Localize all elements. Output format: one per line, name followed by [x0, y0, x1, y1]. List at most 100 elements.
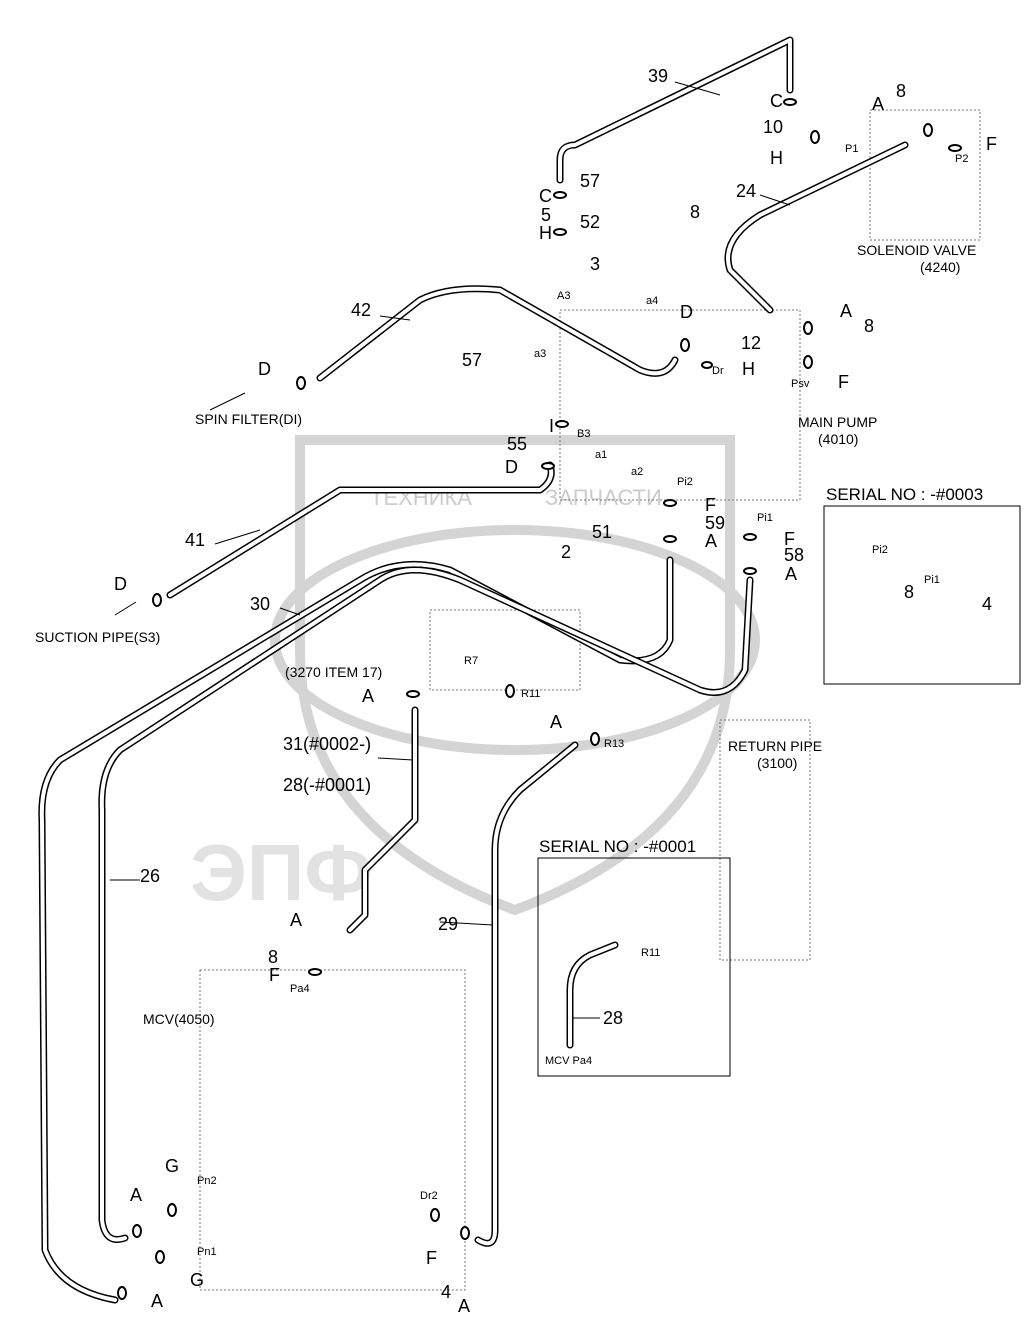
label-h: H: [770, 148, 783, 168]
port-pa4: Pa4: [290, 983, 310, 995]
label-a: A: [362, 686, 374, 706]
label-d: D: [680, 302, 693, 322]
port-r13: R13: [604, 738, 624, 750]
label-2: 2: [561, 542, 571, 562]
inset-port-pi2: Pi2: [872, 544, 888, 556]
suction-pipe-label: SUCTION PIPE(S3): [35, 629, 160, 645]
label-d: D: [505, 457, 518, 477]
port-p2: P2: [955, 153, 968, 165]
label-12: 12: [741, 333, 761, 353]
inset-label-28: 28: [603, 1008, 623, 1028]
label-d: D: [258, 359, 271, 379]
part-labels: 39 C 10 H A 8 F P1 P2 24 SOLENOID VALVE …: [35, 66, 997, 1316]
label-42: 42: [351, 300, 371, 320]
label-24: 24: [736, 181, 756, 201]
port-r11: R11: [521, 688, 540, 700]
main-pump-code: (4010): [818, 431, 858, 447]
o-rings: [117, 98, 962, 1300]
label-f: F: [986, 134, 997, 154]
label-8: 8: [896, 81, 906, 101]
label-41: 41: [185, 530, 205, 550]
port-a2: a2: [631, 466, 643, 478]
label-10: 10: [763, 117, 783, 137]
mcv-outline: [199, 969, 466, 1291]
label-f: F: [784, 529, 795, 549]
watermark-text-2: ЗАПЧАСТИ: [545, 485, 662, 510]
mcv-label: MCV(4050): [143, 1011, 215, 1027]
hose-42[interactable]: [316, 285, 679, 382]
label-c: C: [770, 91, 783, 111]
port-dr: Dr: [712, 365, 724, 377]
inset-serial-0003: [823, 505, 1021, 685]
label-c: C: [539, 186, 552, 206]
label-a: A: [785, 564, 797, 584]
return-manifold-outline: [429, 609, 581, 691]
ghost-components: [199, 109, 981, 1291]
label-f: F: [838, 372, 849, 392]
inset-mcv-pa4: MCV Pa4: [545, 1055, 592, 1067]
label-h: H: [539, 223, 552, 243]
label-a: A: [550, 712, 562, 732]
port-a3: a3: [534, 348, 546, 360]
solenoid-valve-label: SOLENOID VALVE: [857, 242, 976, 258]
port-b3: B3: [577, 428, 590, 440]
inset-port-pi1: Pi1: [924, 574, 940, 586]
label-a: A: [872, 94, 884, 114]
label-31: 31(#0002-): [283, 734, 371, 754]
label-8: 8: [268, 947, 278, 967]
label-a: A: [458, 1296, 470, 1316]
port-a3-upper: A3: [557, 290, 570, 302]
label-a: A: [151, 1291, 163, 1311]
label-52: 52: [580, 212, 600, 232]
watermark-ellipse: [270, 525, 760, 755]
label-57: 57: [580, 171, 600, 191]
return-pipe-label: RETURN PIPE: [728, 738, 822, 754]
label-f: F: [426, 1248, 437, 1268]
hose-39[interactable]: [556, 36, 794, 184]
solenoid-valve-code: (4240): [920, 259, 960, 275]
label-29: 29: [438, 914, 458, 934]
inset-label-8: 8: [904, 582, 914, 602]
hose-29[interactable]: [474, 741, 579, 1247]
label-a: A: [705, 531, 717, 551]
label-51: 51: [592, 522, 612, 542]
label-58: 58: [784, 545, 804, 565]
label-3: 3: [590, 254, 600, 274]
label-59: 59: [705, 513, 725, 533]
label-8: 8: [864, 316, 874, 336]
label-a: A: [290, 910, 302, 930]
label-f: F: [269, 965, 280, 985]
label-5: 5: [541, 205, 551, 225]
label-g: G: [165, 1156, 179, 1176]
watermark: ТЕХНИКА ЗАПЧАСТИ ЭПФ: [190, 435, 760, 917]
watermark-shield: [295, 435, 735, 916]
port-pn1: Pn1: [197, 1246, 217, 1258]
label-39: 39: [648, 66, 668, 86]
hoses[interactable]: [38, 36, 909, 1304]
port-pi1: Pi1: [757, 512, 773, 524]
return-pipe-outline: [719, 719, 811, 961]
inset-port-r11: R11: [641, 947, 660, 959]
port-dr2: Dr2: [420, 1190, 438, 1202]
hose-24[interactable]: [724, 141, 909, 314]
label-f: F: [705, 495, 716, 515]
port-r7: R7: [464, 655, 478, 667]
port-psv: Psv: [791, 378, 810, 390]
label-4: 4: [441, 1282, 451, 1302]
return-pipe-code: (3100): [757, 755, 797, 771]
inset-hose-28[interactable]: [566, 941, 619, 1049]
port-p1: P1: [845, 143, 858, 155]
label-8: 8: [690, 202, 700, 222]
port-a1: a1: [595, 449, 607, 461]
inset-serial-0001: [537, 857, 731, 1077]
label-55: 55: [507, 434, 527, 454]
watermark-logo: ЭПФ: [190, 828, 373, 917]
spin-filter-label: SPIN FILTER(DI): [195, 411, 302, 427]
port-a4: a4: [646, 295, 658, 307]
port-pi2: Pi2: [677, 476, 693, 488]
label-i: I: [549, 416, 554, 436]
label-h: H: [742, 359, 755, 379]
label-g: G: [190, 1270, 204, 1290]
